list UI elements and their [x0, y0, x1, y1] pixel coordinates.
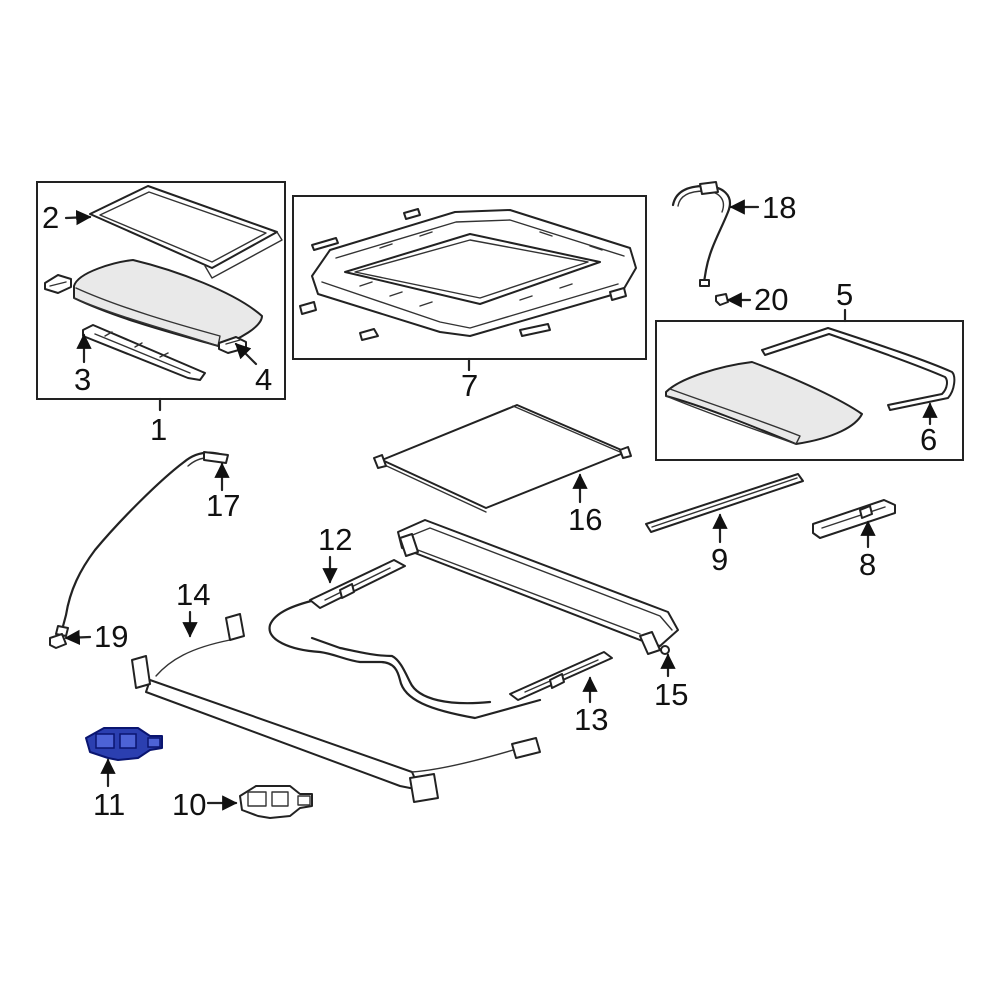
svg-text:16: 16	[568, 502, 602, 537]
callout-18: 18	[729, 190, 796, 225]
callout-9: 9	[711, 513, 728, 577]
callout-12: 12	[318, 522, 352, 584]
callout-11: 11	[93, 758, 125, 822]
svg-text:12: 12	[318, 522, 352, 557]
part-19-clip[interactable]	[49, 633, 67, 649]
callout-4: 4	[234, 342, 272, 397]
callout-19: 19	[64, 619, 128, 654]
part-6-rear-seal[interactable]	[761, 327, 956, 411]
svg-text:3: 3	[74, 362, 91, 397]
part-2-glass-seal[interactable]	[89, 185, 283, 279]
callout-17: 17	[206, 462, 240, 523]
callout-6: 6	[920, 402, 938, 457]
part-16-sunshade[interactable]	[373, 404, 632, 513]
callout-16: 16	[568, 473, 602, 537]
svg-text:9: 9	[711, 542, 728, 577]
part-13-cable-guide-rear[interactable]	[509, 651, 613, 701]
svg-text:8: 8	[859, 547, 876, 582]
part-7-sunroof-frame[interactable]	[311, 209, 637, 337]
part-9-weatherstrip[interactable]	[645, 473, 804, 533]
callout-1: 1	[150, 412, 167, 447]
assembly-box-1	[36, 181, 286, 412]
part-5-rear-glass[interactable]	[665, 361, 863, 445]
svg-text:4: 4	[255, 362, 272, 397]
callout-5: 5	[836, 277, 853, 312]
svg-text:20: 20	[754, 282, 788, 317]
drive-cable-assembly[interactable]	[268, 598, 542, 720]
svg-text:6: 6	[920, 422, 937, 457]
frame-small-parts	[299, 208, 627, 341]
svg-text:5: 5	[836, 277, 853, 312]
svg-text:14: 14	[176, 577, 210, 612]
assembly-box-5	[655, 308, 964, 461]
part-1-glass-panel[interactable]	[73, 259, 263, 347]
part-12-cable-guide-front[interactable]	[309, 559, 406, 609]
part-15-rail-assembly[interactable]	[397, 519, 679, 655]
svg-text:19: 19	[94, 619, 128, 654]
part-20-clip[interactable]	[715, 293, 729, 306]
callout-14: 14	[176, 577, 210, 638]
callout-8: 8	[859, 520, 876, 582]
svg-text:11: 11	[93, 787, 125, 822]
part-14-lower-frame[interactable]	[131, 613, 541, 803]
svg-text:13: 13	[574, 702, 608, 737]
svg-text:2: 2	[42, 200, 59, 235]
callout-13: 13	[574, 676, 608, 737]
callout-3: 3	[74, 333, 92, 397]
glass-clip-left	[44, 274, 72, 294]
assembly-box-7	[292, 195, 647, 372]
part-11-sunroof-motor[interactable]	[85, 727, 163, 761]
svg-text:15: 15	[654, 677, 688, 712]
callout-10: 10	[172, 787, 238, 822]
part-10-sunroof-motor[interactable]	[239, 785, 313, 819]
svg-text:17: 17	[206, 488, 240, 523]
callout-7: 7	[461, 368, 478, 403]
callout-2: 2	[42, 200, 92, 235]
part-8-guide-bracket[interactable]	[812, 499, 896, 539]
svg-text:1: 1	[150, 412, 167, 447]
svg-text:7: 7	[461, 368, 478, 403]
svg-text:10: 10	[172, 787, 206, 822]
callout-15: 15	[654, 653, 688, 712]
svg-text:18: 18	[762, 190, 796, 225]
part-18-drain-hose[interactable]	[671, 181, 731, 287]
callout-20: 20	[726, 282, 788, 317]
